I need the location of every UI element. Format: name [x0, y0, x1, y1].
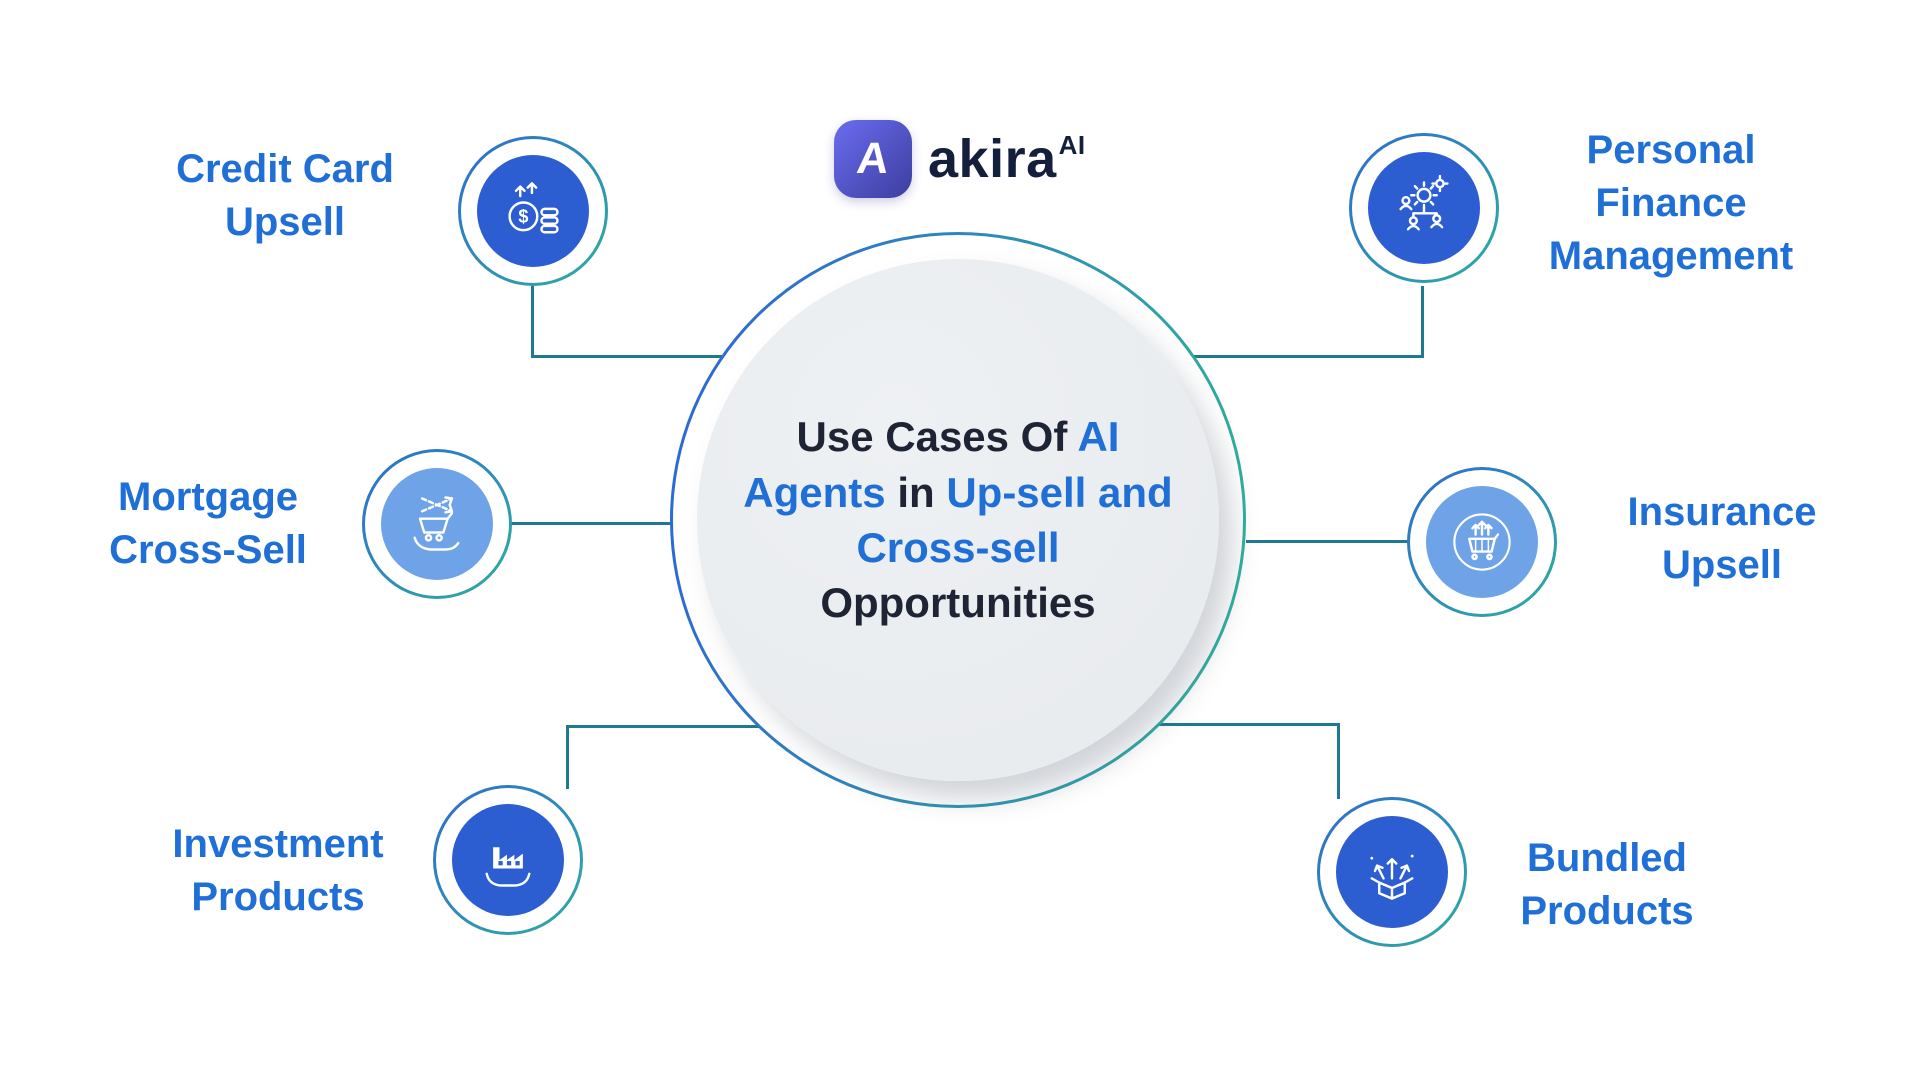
node-circle [1426, 486, 1538, 598]
label-investment-products: Investment Products [172, 818, 383, 924]
node-ring [1320, 800, 1464, 944]
box-arrows-icon [1370, 854, 1414, 900]
label-line: Insurance [1627, 490, 1817, 535]
label-line: Management [1548, 233, 1794, 278]
connector-investment-vertical [566, 725, 569, 789]
label-bundled-products: Bundled Products [1520, 832, 1693, 938]
node-circle: $ [477, 155, 589, 267]
connector-credit-card-horizontal [531, 355, 723, 358]
main-title: Use Cases Of AI Agents in Up-sell and Cr… [743, 409, 1172, 631]
label-insurance-upsell: Insurance Upsell [1628, 486, 1817, 592]
title-segment: Use Cases Of [796, 413, 1078, 461]
label-line: Products [1520, 889, 1694, 933]
node-circle [1336, 816, 1448, 928]
connector-investment-horizontal [566, 725, 760, 728]
label-line: Upsell [1661, 543, 1783, 587]
connector-personal-finance-horizontal [1193, 355, 1424, 358]
node-ring [1352, 136, 1496, 280]
label-mortgage-cross-sell: Mortgage Cross-Sell [109, 471, 307, 577]
node-credit-card-upsell: $ [458, 136, 608, 286]
label-line: Upsell [224, 200, 346, 244]
akira-logo-text: akiraAI [928, 132, 1086, 186]
connector-credit-card-vertical [531, 286, 534, 358]
label-line: Finance [1595, 180, 1747, 225]
connector-insurance-horizontal [1246, 540, 1409, 543]
node-circle [452, 804, 564, 916]
akira-brand-name: akira [928, 129, 1057, 189]
title-segment: Opportunities [820, 579, 1096, 627]
label-line: Products [191, 875, 365, 919]
connector-personal-finance-vertical [1421, 286, 1424, 358]
label-line: Credit Card [176, 147, 394, 192]
node-circle [381, 468, 493, 580]
label-line: Bundled [1527, 836, 1687, 881]
people-gears-icon [1399, 174, 1449, 231]
node-ring [365, 452, 509, 596]
coins-growth-icon: $ [508, 182, 559, 234]
connector-bundled-horizontal [1158, 723, 1340, 726]
node-personal-finance-management [1349, 133, 1499, 283]
label-personal-finance-management: Personal Finance Management [1549, 124, 1794, 282]
title-segment: in [885, 468, 947, 516]
title-segment: Up-sell and [946, 468, 1173, 516]
label-line: Investment [172, 822, 384, 867]
title-segment: Cross-sell [856, 524, 1060, 571]
node-circle [1368, 152, 1480, 264]
label-credit-card-upsell: Credit Card Upsell [176, 143, 394, 249]
node-bundled-products [1317, 797, 1467, 947]
node-ring: $ [461, 139, 605, 283]
center-circle-white-ring: Use Cases Of AI Agents in Up-sell and Cr… [673, 235, 1243, 805]
node-ring [1410, 470, 1554, 614]
label-line: Personal [1586, 127, 1756, 172]
center-circle: Use Cases Of AI Agents in Up-sell and Cr… [670, 232, 1246, 808]
node-mortgage-cross-sell [362, 449, 512, 599]
cart-hand-icon [413, 496, 460, 551]
akira-brand-superscript: AI [1058, 130, 1086, 160]
label-line: Cross-Sell [109, 528, 307, 572]
node-insurance-upsell [1407, 467, 1557, 617]
connector-bundled-vertical [1337, 723, 1340, 799]
title-segment: AI [1077, 413, 1120, 461]
cart-up-icon [1453, 513, 1511, 571]
center-circle-inner: Use Cases Of AI Agents in Up-sell and Cr… [697, 259, 1219, 781]
akira-logo-letter: A [854, 134, 892, 183]
akira-logo: A akiraAI [834, 120, 1086, 198]
title-segment: Agents [743, 468, 886, 516]
akira-logo-icon: A [834, 120, 912, 198]
node-investment-products [433, 785, 583, 935]
svg-text:$: $ [518, 207, 528, 227]
label-line: Mortgage [117, 475, 298, 520]
factory-hands-icon [485, 847, 531, 887]
connector-mortgage-horizontal [510, 522, 672, 525]
node-ring [436, 788, 580, 932]
